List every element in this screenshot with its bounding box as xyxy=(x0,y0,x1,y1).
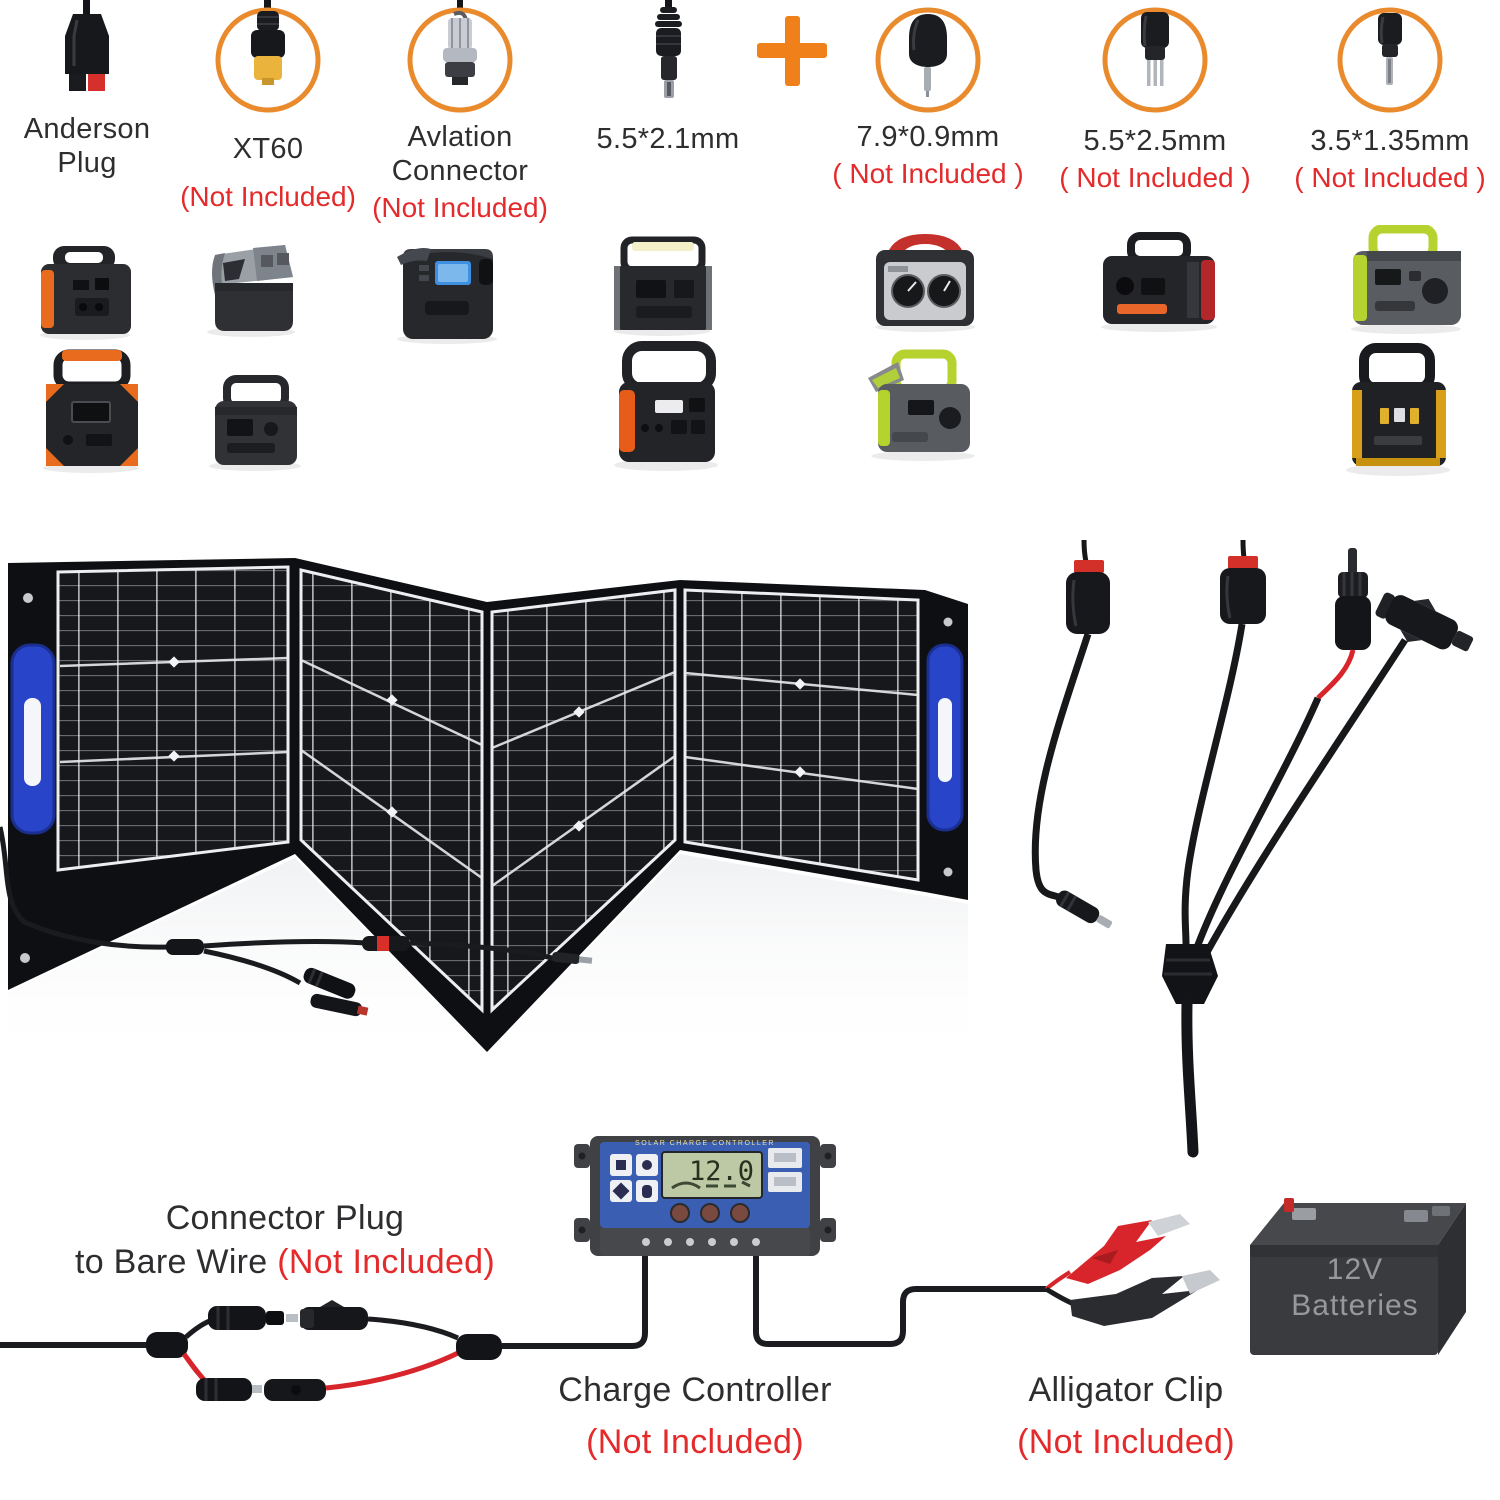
battery-label-line1: 12V xyxy=(1326,1253,1384,1286)
not-included-notice: (Not Included) xyxy=(180,181,356,212)
connector-col-aviation: Avlation Connector (Not Included) xyxy=(345,0,575,224)
caption-line2: to Bare Wire (Not Included) xyxy=(74,1243,496,1281)
connector-col-5521: 5.5*2.1mm xyxy=(553,0,783,156)
power-station-photo-10 xyxy=(614,341,718,471)
connector-label: Connector xyxy=(391,155,529,187)
connector-label: Anderson xyxy=(23,113,151,145)
power-station-photo-11 xyxy=(868,349,975,461)
mc4-pair-bottom xyxy=(196,1378,326,1401)
connector-label: Plug xyxy=(57,147,117,179)
alligator-clip-caption: Alligator Clip (Not Included) xyxy=(956,1368,1296,1464)
caption-line1: Connector Plug xyxy=(165,1199,405,1237)
power-station-photo-2 xyxy=(207,245,295,337)
power-station-photo-5 xyxy=(875,234,975,332)
not-included-notice: ( Not Included ) xyxy=(832,158,1024,189)
connector-col-5525: 5.5*2.5mm ( Not Included ) xyxy=(1040,0,1270,194)
not-included-notice: (Not Included) xyxy=(277,1243,496,1281)
controller-title: SOLAR CHARGE CONTROLLER xyxy=(635,1140,775,1147)
controller-lcd-value: 12.0 xyxy=(688,1156,754,1187)
cable-junction-left xyxy=(146,1332,188,1358)
xt60-icon xyxy=(215,0,321,113)
cable-junction-right xyxy=(456,1334,502,1360)
connector-label: 3.5*1.35mm xyxy=(1310,125,1470,157)
y-splitter-cable xyxy=(1031,540,1474,1158)
connector-col-xt60: XT60 (Not Included) xyxy=(153,0,383,213)
connector-col-7909: 7.9*0.9mm ( Not Included ) xyxy=(813,0,1043,190)
dc-plug-5525-icon xyxy=(1102,7,1208,113)
dc-plug-35135-icon xyxy=(1337,7,1443,113)
connector-label: XT60 xyxy=(232,133,304,165)
battery-label: 12V Batteries xyxy=(1275,1252,1435,1324)
power-station-photo-8 xyxy=(43,349,139,473)
not-included-notice: ( Not Included ) xyxy=(1294,162,1486,193)
power-station-photo-9 xyxy=(209,375,301,471)
connector-label: 5.5*2.1mm xyxy=(596,123,740,155)
power-station-photo-6 xyxy=(1101,232,1217,332)
connector-label: Avlation xyxy=(407,121,513,153)
connector-plug-caption: Connector Plug to Bare Wire (Not Include… xyxy=(45,1196,525,1284)
connector-col-35135: 3.5*1.35mm ( Not Included ) xyxy=(1275,0,1500,194)
dc-plug-7909-icon xyxy=(875,7,981,113)
alligator-clip-red xyxy=(1066,1214,1190,1284)
charge-controller-caption: Charge Controller (Not Included) xyxy=(525,1368,865,1464)
not-included-notice: (Not Included) xyxy=(586,1423,804,1461)
power-station-photo-12 xyxy=(1346,343,1450,476)
plus-icon xyxy=(757,16,827,86)
caption-label: Charge Controller xyxy=(558,1371,832,1409)
power-station-photo-7 xyxy=(1351,225,1461,334)
charge-controller xyxy=(574,1136,836,1256)
connector-label: 7.9*0.9mm xyxy=(856,121,1000,153)
anderson-plug-icon xyxy=(65,0,109,91)
folding-solar-panel xyxy=(0,558,968,1068)
not-included-notice: (Not Included) xyxy=(1017,1423,1235,1461)
wiring-diagram xyxy=(0,1136,1466,1401)
power-station-photo-4 xyxy=(614,236,712,336)
connector-label: 5.5*2.5mm xyxy=(1083,125,1227,157)
power-station-photo-3 xyxy=(397,248,497,344)
dc-plug-5521-icon xyxy=(655,0,682,98)
connector-col-anderson: Anderson Plug xyxy=(0,0,202,180)
not-included-notice: (Not Included) xyxy=(372,192,548,223)
battery-12v xyxy=(1250,1198,1466,1355)
alligator-clip-black xyxy=(1044,1270,1220,1326)
not-included-notice: ( Not Included ) xyxy=(1059,162,1251,193)
battery-label-line2: Batteries xyxy=(1291,1289,1419,1322)
power-station-photo-1 xyxy=(40,246,131,340)
mc4-pair-top xyxy=(208,1300,368,1330)
caption-label: Alligator Clip xyxy=(1028,1371,1224,1409)
aviation-connector-icon xyxy=(407,0,513,113)
